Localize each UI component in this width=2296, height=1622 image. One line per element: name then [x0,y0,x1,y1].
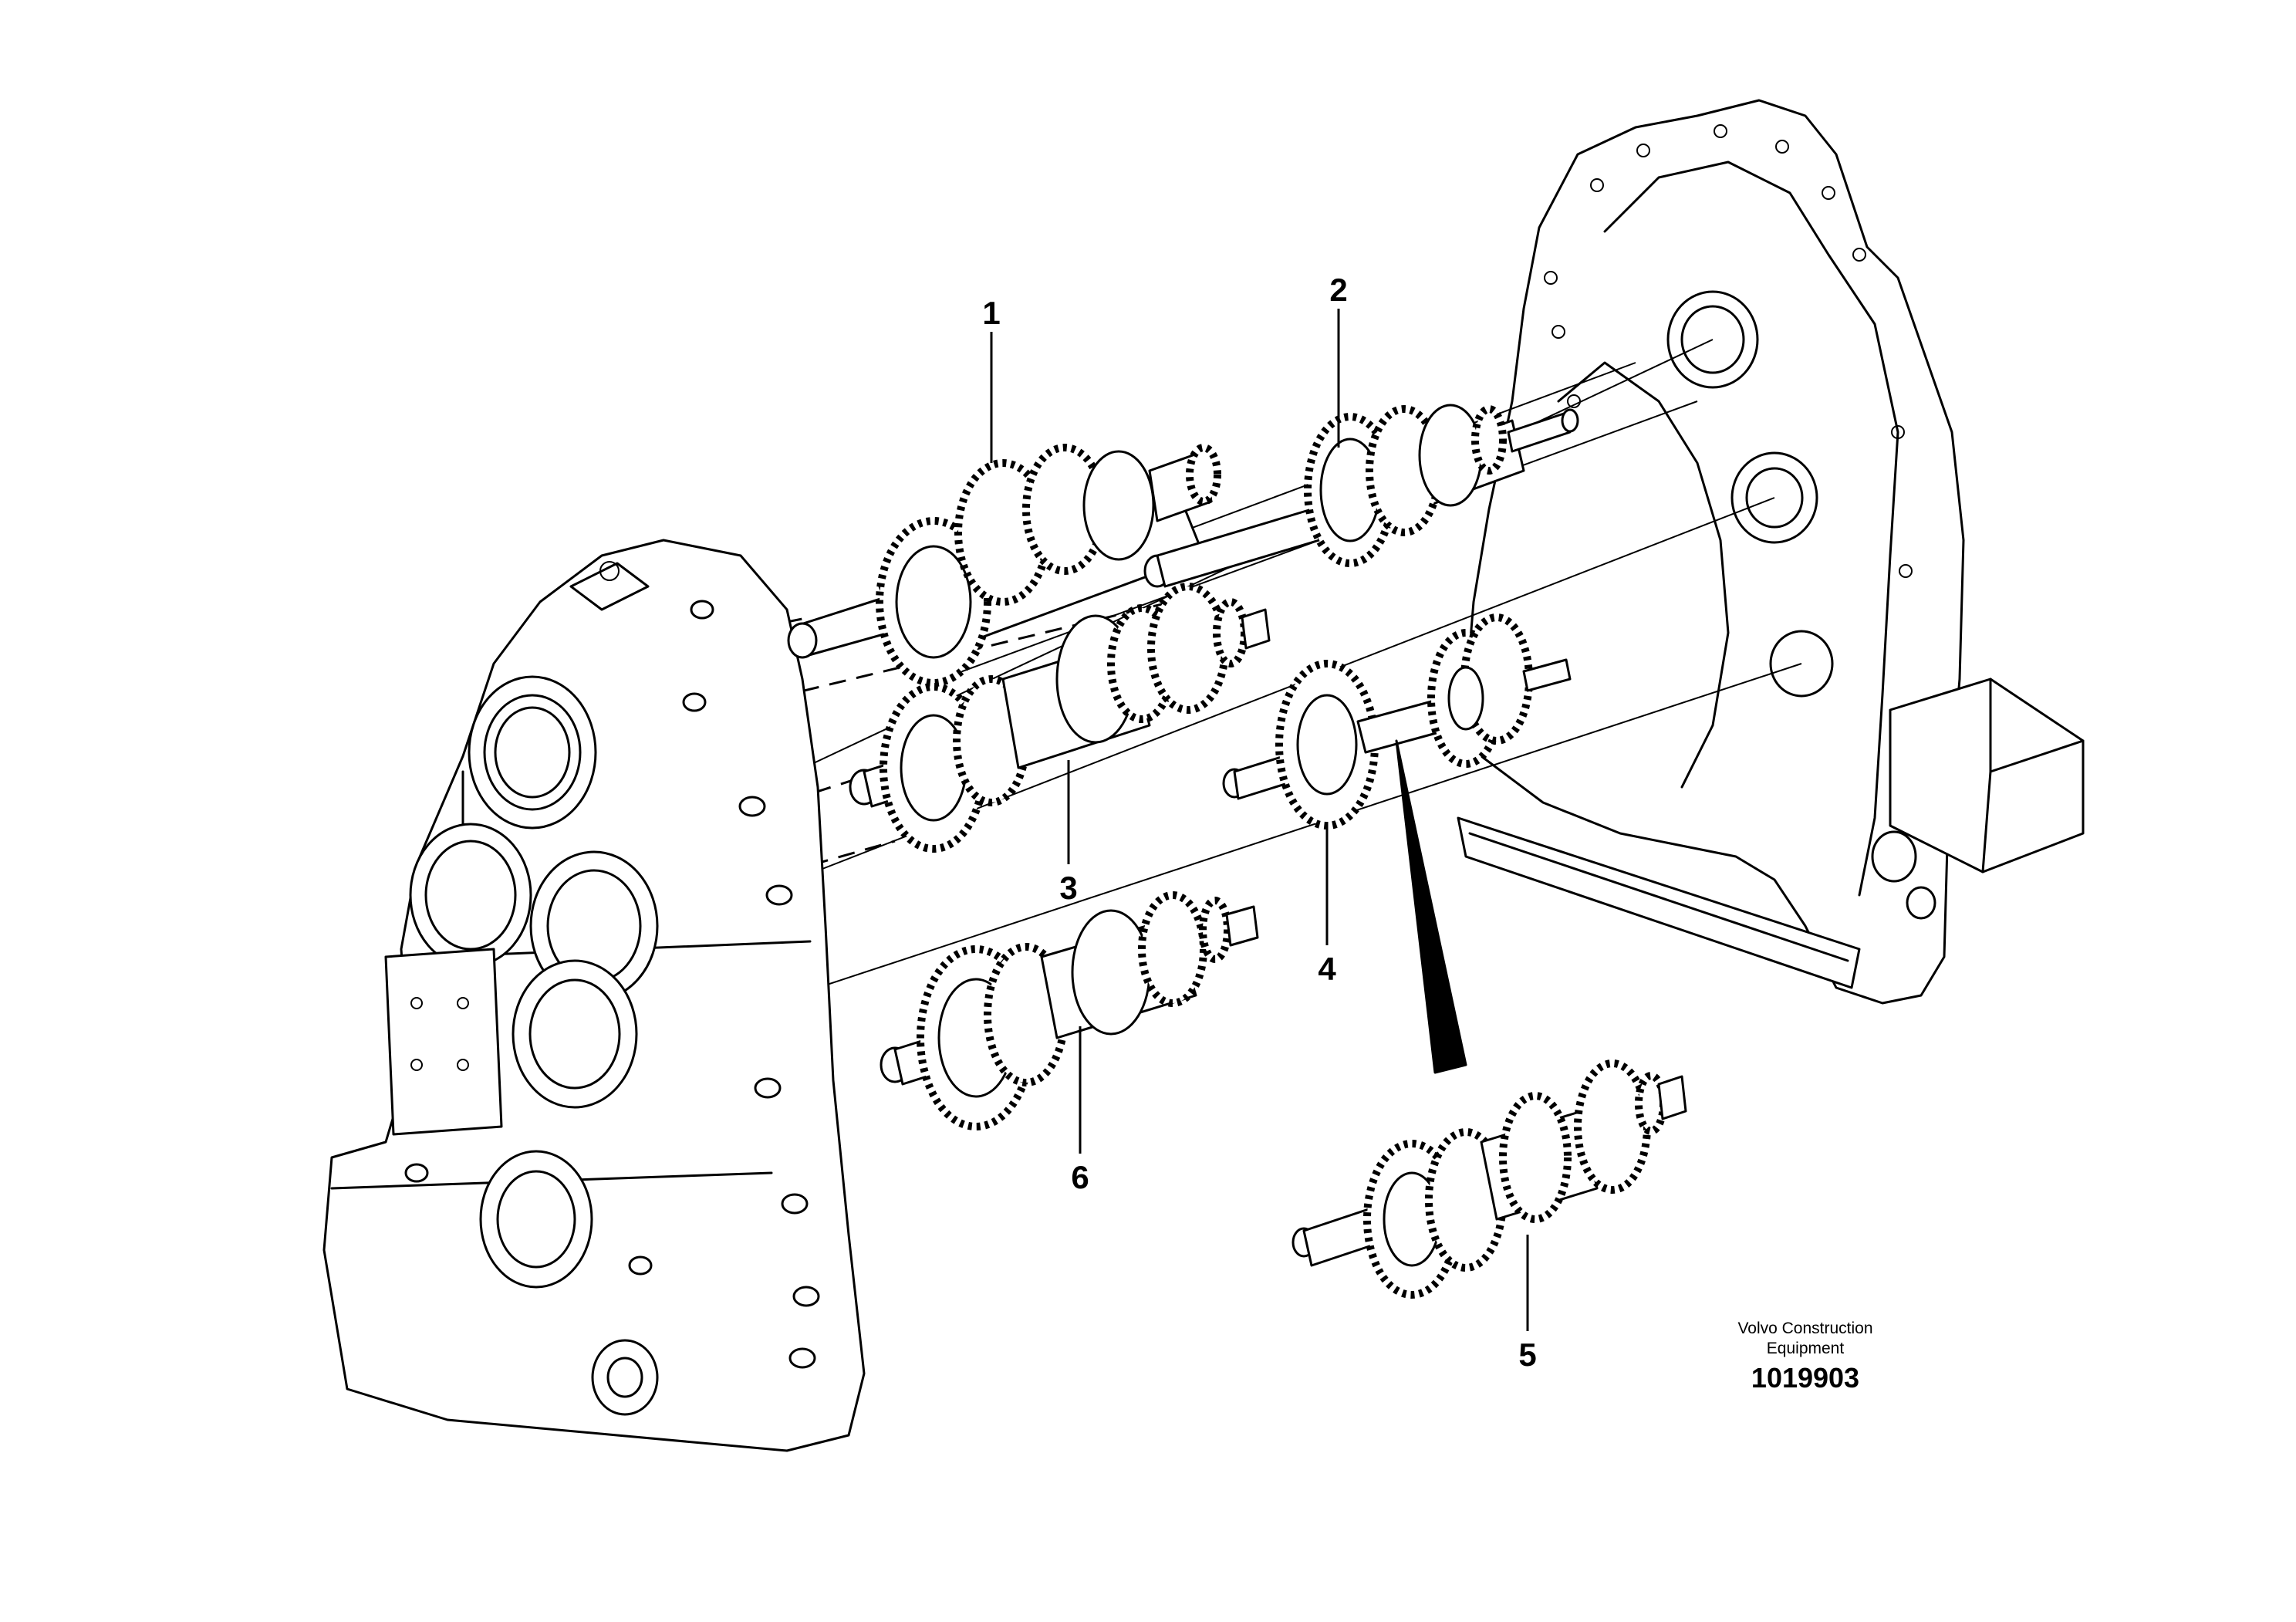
detail-pointer [1395,739,1467,1074]
front-housing [322,539,866,1452]
callout-1: 1 [982,295,1000,331]
shaft-3 [849,583,1271,853]
callout-4: 4 [1318,951,1336,987]
callout-2: 2 [1329,272,1347,308]
credit-line-2: Equipment [1767,1340,1845,1357]
callout-6: 6 [1071,1159,1089,1195]
credit-line-1: Volvo Construction [1737,1320,1872,1337]
shaft-4 [1222,613,1572,830]
callout-3: 3 [1059,870,1077,906]
shaft-2 [1143,404,1579,588]
rear-housing [1457,99,2085,1005]
leader-lines [990,309,1529,1331]
shaft-1 [787,444,1221,687]
shaft-6 [880,891,1259,1130]
callout-5: 5 [1518,1336,1536,1373]
document-number: 1019903 [1751,1362,1859,1394]
shaft-5-detail [1292,739,1687,1299]
